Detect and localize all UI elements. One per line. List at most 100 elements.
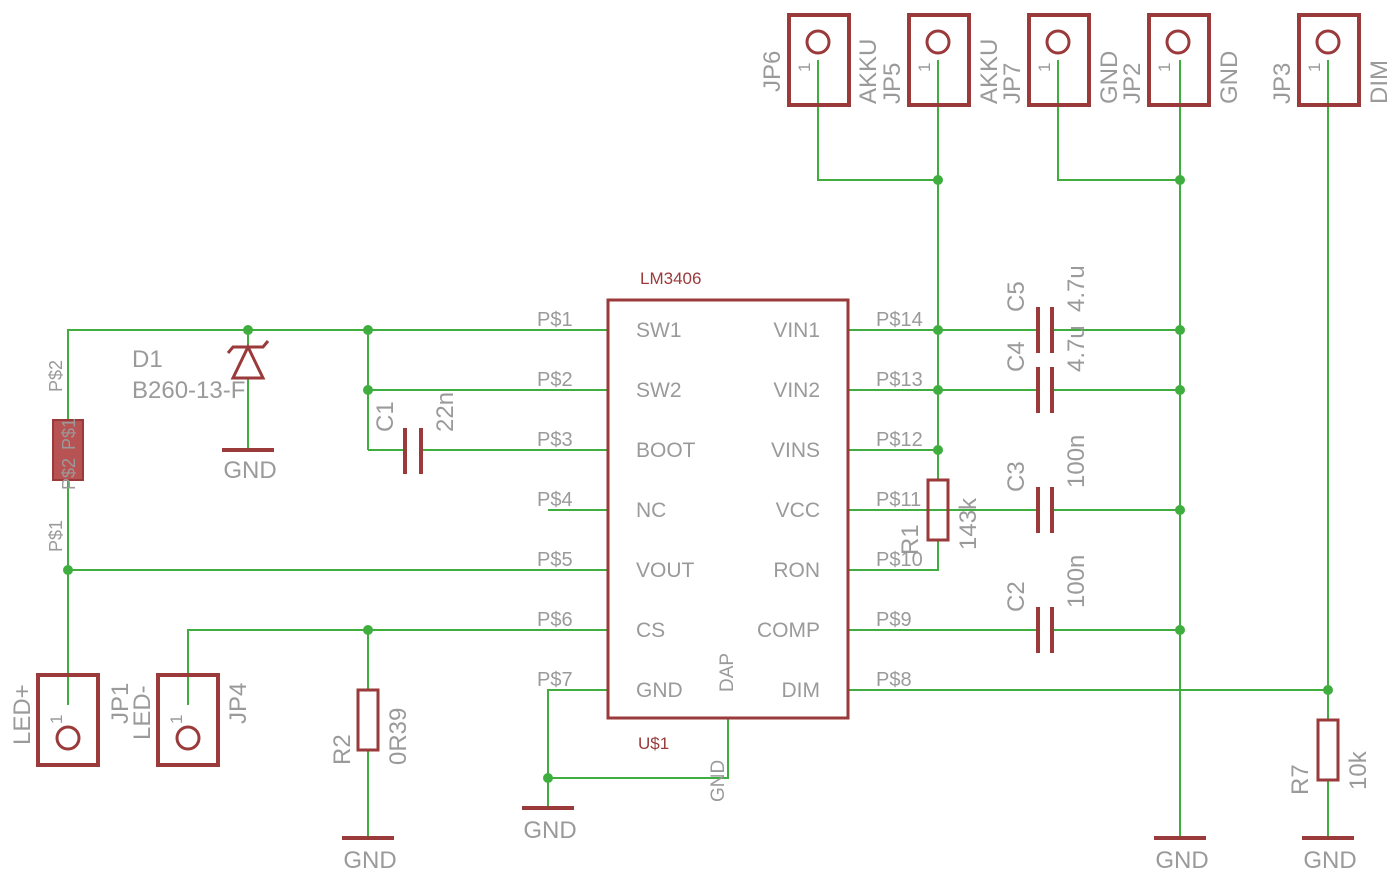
wire-cs xyxy=(187,629,608,705)
connector-pin-circle xyxy=(1315,29,1341,55)
capacitor-ref: C5 xyxy=(1003,281,1030,312)
pin-name: BOOT xyxy=(636,439,696,462)
capacitor-ref: C1 xyxy=(372,401,399,432)
capacitor-value: 4.7u xyxy=(1063,325,1090,372)
junction xyxy=(1175,505,1185,515)
connector-value: AKKU xyxy=(855,39,882,104)
capacitor-c2: C2 100n xyxy=(1003,555,1090,653)
connector-jp7: 1 JP7 GND xyxy=(999,13,1123,107)
connector-value: LED+ xyxy=(9,684,36,745)
junction xyxy=(1175,385,1185,395)
inductor-pad: P$2 xyxy=(59,458,79,490)
connector-pin-circle xyxy=(1165,29,1191,55)
pad-label: P$2 xyxy=(537,369,573,391)
connector-pin-circle xyxy=(805,29,831,55)
wire-gnd-pin xyxy=(547,689,608,808)
gnd-label: GND xyxy=(1155,847,1208,874)
pin-name: VINS xyxy=(771,439,820,462)
ic-u1: LM3406 U$1 DAP GND P$1 P$2 P$3 P$4 P$5 P… xyxy=(537,269,923,802)
inductor-body xyxy=(52,419,84,481)
gnd-symbol-bus: GND xyxy=(1154,836,1209,874)
junction xyxy=(243,325,253,335)
capacitor-value: 4.7u xyxy=(1063,265,1090,312)
junction xyxy=(1175,325,1185,335)
connector-pin-number: 1 xyxy=(1305,63,1324,72)
ic-ref-label: U$1 xyxy=(638,734,669,753)
resistor-body xyxy=(1316,718,1340,782)
pad-label: P$12 xyxy=(876,429,923,451)
gnd-label: GND xyxy=(523,817,576,844)
connector-jp4: 1 JP4 LED- xyxy=(129,673,252,767)
pad-label: P$8 xyxy=(876,669,912,691)
connector-pin-circle xyxy=(175,725,201,751)
connector-body xyxy=(1027,13,1091,107)
diode-triangle xyxy=(230,343,266,380)
pin-name: VIN2 xyxy=(773,379,820,402)
diode-value: B260-13-F xyxy=(132,377,245,404)
wire-ron xyxy=(848,540,939,571)
capacitor-c3: C3 100n xyxy=(1003,435,1090,533)
gnd-label: GND xyxy=(343,847,396,874)
pin-name: SW2 xyxy=(636,379,682,402)
pad-label: P$4 xyxy=(537,489,573,511)
resistor-body xyxy=(926,478,950,542)
capacitor-value: 100n xyxy=(1063,555,1090,608)
connector-body xyxy=(156,673,220,767)
ic-dap-label: DAP xyxy=(717,653,738,692)
wire-vout xyxy=(67,480,608,571)
gnd-symbol-r2: GND xyxy=(342,836,397,874)
connector-body xyxy=(1147,13,1211,107)
connector-ref: JP3 xyxy=(1269,63,1296,104)
junction xyxy=(1323,685,1333,695)
connector-ref: JP6 xyxy=(759,51,786,92)
connector-ref: JP1 xyxy=(107,683,134,724)
pad-label: P$11 xyxy=(876,489,921,511)
capacitor-value: 100n xyxy=(1063,435,1090,488)
connector-pin-circle xyxy=(925,29,951,55)
pin-name: VCC xyxy=(776,499,820,522)
wire-jp6 xyxy=(817,60,938,181)
junction xyxy=(1175,175,1185,185)
connector-body xyxy=(1297,13,1361,107)
connector-value: LED- xyxy=(129,685,156,740)
pad-label: P$10 xyxy=(876,549,923,571)
connector-pin-circle xyxy=(55,725,81,751)
resistor-ref: R2 xyxy=(329,734,356,765)
junction xyxy=(933,175,943,185)
pin-name: CS xyxy=(636,619,665,642)
wire-dap xyxy=(548,718,729,779)
junction xyxy=(933,325,943,335)
resistor-body xyxy=(356,688,380,752)
pin-name: GND xyxy=(636,679,683,702)
connector-ref: JP2 xyxy=(1119,63,1146,104)
diode-ref: D1 xyxy=(132,346,163,373)
capacitor-ref: C2 xyxy=(1003,581,1030,612)
pin-name: DIM xyxy=(782,679,821,702)
wire-jp7 xyxy=(1057,60,1180,181)
junction xyxy=(933,445,943,455)
junction xyxy=(1175,625,1185,635)
pad-label: P$1 xyxy=(537,309,573,331)
pad-label: P$5 xyxy=(537,549,573,571)
resistor-ref: R7 xyxy=(1287,764,1314,795)
resistor-ref: R1 xyxy=(897,524,924,555)
junction xyxy=(63,565,73,575)
connector-jp6: 1 JP6 AKKU xyxy=(759,13,882,107)
gnd-symbol-r7: GND xyxy=(1302,836,1357,874)
inductor-pad: P$2 xyxy=(46,360,66,392)
resistor-value: 143k xyxy=(955,497,982,550)
connector-value: GND xyxy=(1096,51,1123,104)
connector-pin-number: 1 xyxy=(1155,63,1174,72)
diode-d1: D1 B260-13-F xyxy=(132,340,270,404)
resistor-r7: R7 10k xyxy=(1287,718,1372,795)
resistor-value: 0R39 xyxy=(385,708,412,765)
pad-label: P$3 xyxy=(537,429,573,451)
diode-bar xyxy=(226,340,270,354)
connector-body xyxy=(36,673,100,767)
resistor-r1: R1 143k xyxy=(897,478,982,555)
ic-dap-pad: GND xyxy=(708,760,729,802)
resistor-r2: R2 0R39 xyxy=(329,688,412,765)
connector-jp1: 1 JP1 LED+ xyxy=(9,673,134,767)
pad-label: P$7 xyxy=(537,669,573,691)
